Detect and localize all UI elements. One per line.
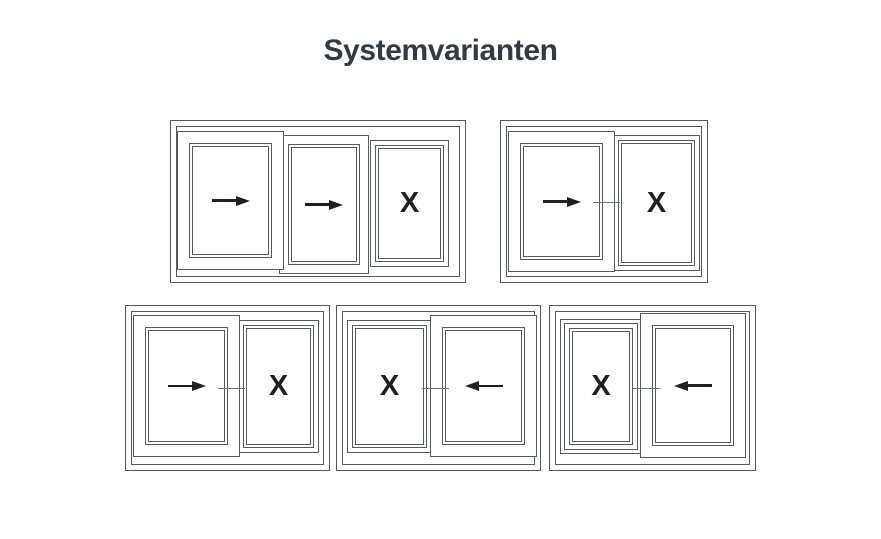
arrow-right-icon: [167, 381, 206, 391]
sliding-sash: [430, 315, 537, 457]
arrow-head: [566, 196, 581, 207]
fixed-glass-inner-line: [246, 328, 311, 445]
arrow-head: [191, 381, 206, 391]
fixed-glass-line: [243, 325, 314, 448]
sliding-sash: [508, 131, 615, 272]
variant-3-diagram: X: [125, 305, 330, 471]
sash-glass-line: [145, 327, 228, 445]
fixed-panel-x-label: X: [399, 187, 420, 219]
meeting-stile-tick-line: [218, 388, 245, 389]
variant-2-diagram: X: [500, 120, 708, 283]
fixed-glass-line: [618, 140, 695, 266]
outer-frame: [500, 120, 708, 283]
variant-5-diagram: X: [549, 305, 756, 471]
fixed-glass-inner-line: [621, 143, 692, 263]
arrow-head: [674, 380, 688, 391]
sliding-sash: [133, 315, 240, 457]
inner-frame-line: [506, 126, 702, 277]
inner-frame-line: [131, 311, 324, 465]
fixed-panel: X: [560, 319, 642, 454]
fixed-panel-x-label: X: [268, 370, 289, 402]
meeting-stile-tick-line: [422, 388, 449, 389]
outer-frame: [336, 305, 541, 471]
fixed-panel-x-label: X: [379, 370, 400, 402]
sash-glass-inner-line: [148, 330, 225, 442]
sliding-sash: [279, 135, 369, 274]
inner-frame-line: [176, 126, 460, 277]
outer-frame: [125, 305, 330, 471]
outer-frame: [549, 305, 756, 471]
fixed-sash-extra-line: [564, 323, 638, 450]
outer-frame: [170, 120, 466, 283]
arrow-right-icon: [542, 196, 581, 207]
arrow-head: [235, 195, 250, 206]
fixed-glass-line: [569, 328, 633, 445]
fixed-panel: X: [613, 135, 700, 271]
fixed-panel: X: [347, 320, 432, 453]
sash-glass-inner-line: [445, 330, 522, 442]
sash-glass-inner-line: [291, 147, 357, 262]
meeting-stile-tick-line: [593, 202, 620, 203]
arrow-left-icon: [674, 380, 712, 391]
sash-glass-line: [520, 143, 603, 260]
sash-glass-line: [288, 144, 360, 265]
sliding-sash: [177, 131, 284, 270]
arrow-left-icon: [464, 381, 503, 391]
fixed-glass-inner-line: [378, 148, 441, 259]
inner-frame-line: [555, 311, 750, 465]
sash-glass-line: [189, 143, 272, 258]
fixed-glass-inner-line: [355, 328, 424, 445]
fixed-panel-x-label: X: [591, 370, 611, 402]
arrow-right-icon: [305, 199, 343, 210]
arrow-shaft: [167, 384, 195, 387]
arrow-shaft: [475, 384, 503, 387]
arrow-head: [464, 381, 479, 391]
meeting-stile-tick-line: [633, 388, 660, 389]
arrow-shaft: [685, 384, 712, 387]
fixed-panel-x-label: X: [646, 186, 667, 219]
sash-glass-line: [652, 325, 734, 446]
sash-glass-inner-line: [655, 328, 731, 443]
variant-1-diagram: X: [170, 120, 466, 283]
sash-glass-line: [442, 327, 525, 445]
variant-4-diagram: X: [336, 305, 541, 471]
arrow-shaft: [305, 203, 332, 206]
page-title: Systemvarianten: [323, 34, 558, 67]
fixed-panel: X: [370, 140, 449, 267]
sliding-sash: [640, 313, 746, 458]
fixed-glass-line: [375, 145, 444, 262]
sash-glass-inner-line: [523, 146, 600, 257]
fixed-glass-inner-line: [572, 331, 630, 442]
arrow-right-icon: [211, 195, 250, 206]
arrow-shaft: [542, 200, 570, 203]
arrow-shaft: [211, 199, 239, 202]
fixed-glass-line: [352, 325, 427, 448]
sash-glass-inner-line: [192, 146, 269, 255]
arrow-head: [329, 199, 343, 210]
fixed-panel: X: [238, 320, 319, 453]
